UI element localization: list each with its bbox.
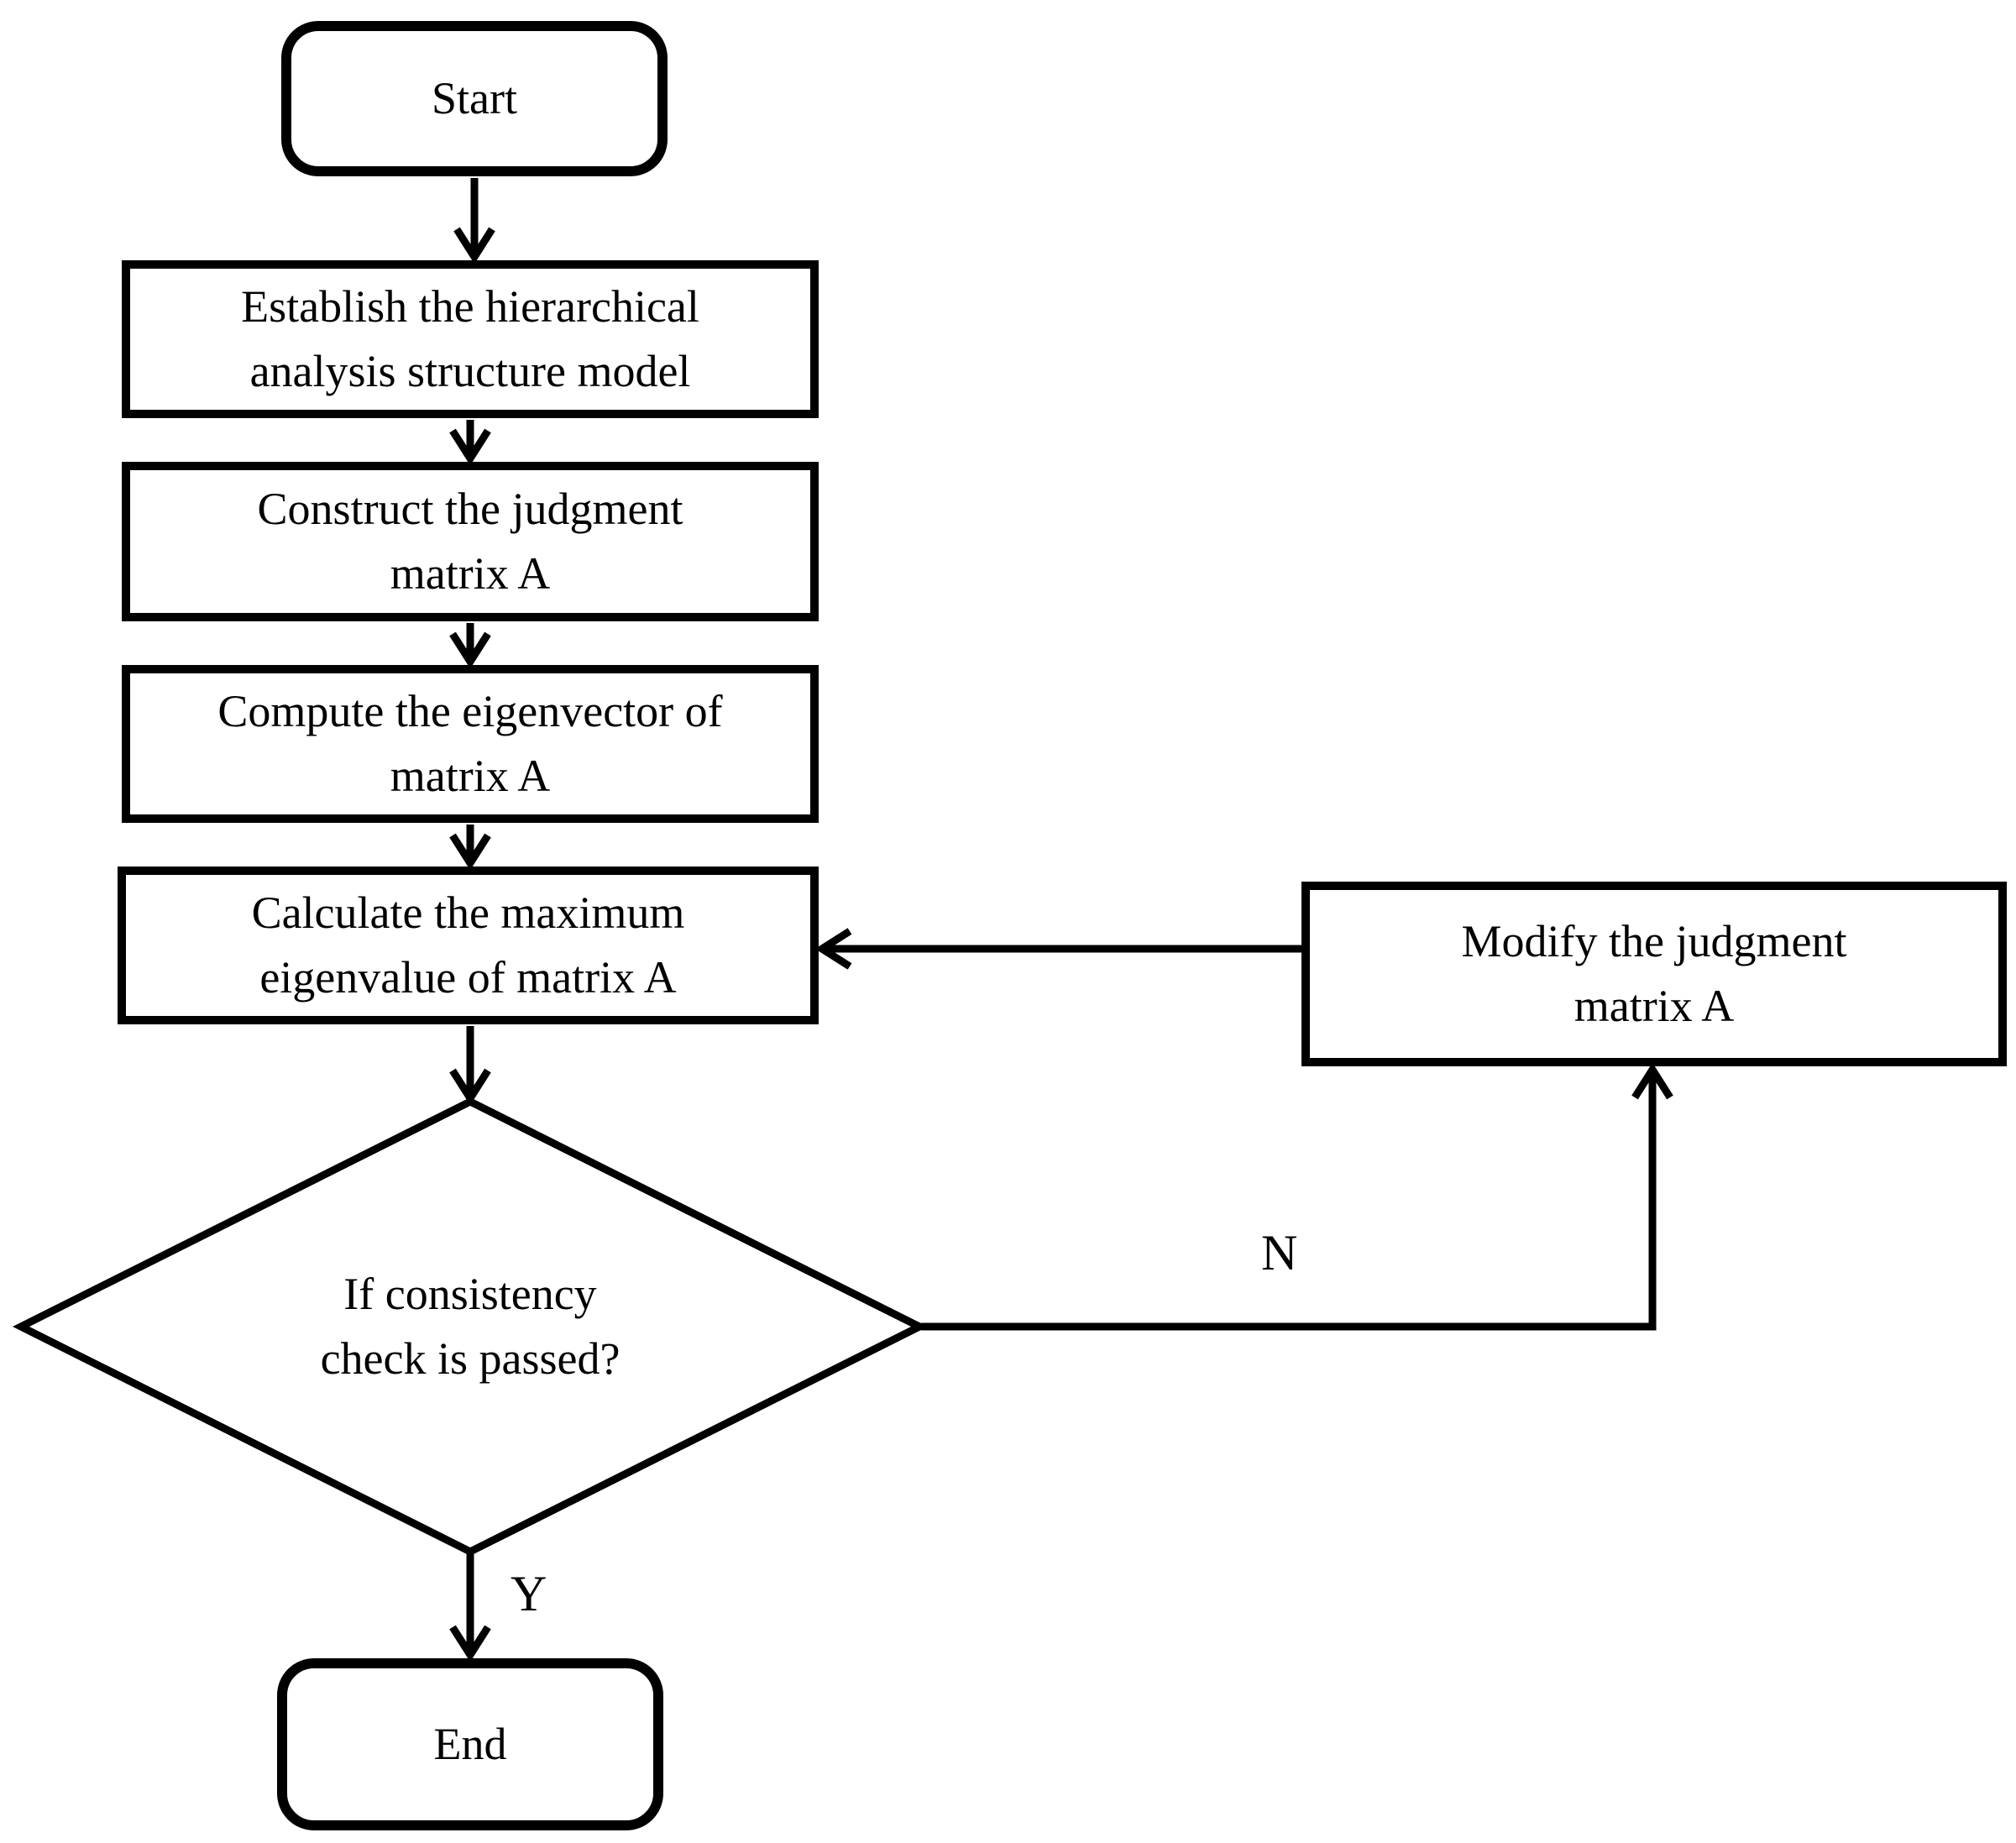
node-calculate-eigenvalue: Calculate the maximum eigenvalue of matr…	[118, 867, 819, 1024]
node-decision-consistency-check: If consistency check is passed?	[218, 1209, 722, 1444]
arrowhead-down-compute	[449, 631, 491, 669]
arrowhead-down-end	[449, 1625, 491, 1662]
node-modify-matrix: Modify the judgment matrix A	[1301, 882, 2007, 1066]
arrowhead-down-establish	[453, 227, 495, 264]
edge-decision-modify	[921, 1070, 1657, 1331]
node-start-label: Start	[432, 73, 517, 124]
arrowhead-down-decision	[449, 1068, 491, 1106]
node-construct-matrix: Construct the judgment matrix A	[122, 462, 819, 621]
node-calculate-eigenvalue-label: Calculate the maximum eigenvalue of matr…	[251, 887, 685, 1003]
node-establish-model: Establish the hierarchical analysis stru…	[122, 260, 819, 418]
node-compute-eigenvector-label: Compute the eigenvector of matrix A	[217, 686, 723, 801]
arrowhead-down-construct	[449, 428, 491, 466]
arrowhead-left-calculate	[814, 928, 852, 970]
node-start: Start	[281, 21, 668, 176]
node-end: End	[277, 1658, 663, 1830]
node-establish-model-label: Establish the hierarchical analysis stru…	[241, 281, 699, 396]
node-construct-matrix-label: Construct the judgment matrix A	[257, 484, 683, 599]
node-end-label: End	[433, 1719, 507, 1770]
node-compute-eigenvector: Compute the eigenvector of matrix A	[122, 665, 819, 823]
edge-label-no: N	[1261, 1225, 1298, 1280]
arrowhead-up-modify	[1631, 1062, 1673, 1100]
node-decision-consistency-check-label: If consistency check is passed?	[320, 1269, 621, 1384]
arrowhead-down-calculate	[449, 833, 491, 871]
edge-label-yes: Y	[511, 1566, 547, 1621]
node-modify-matrix-label: Modify the judgment matrix A	[1461, 916, 1847, 1031]
decision-diamond-shape	[12, 1097, 929, 1557]
